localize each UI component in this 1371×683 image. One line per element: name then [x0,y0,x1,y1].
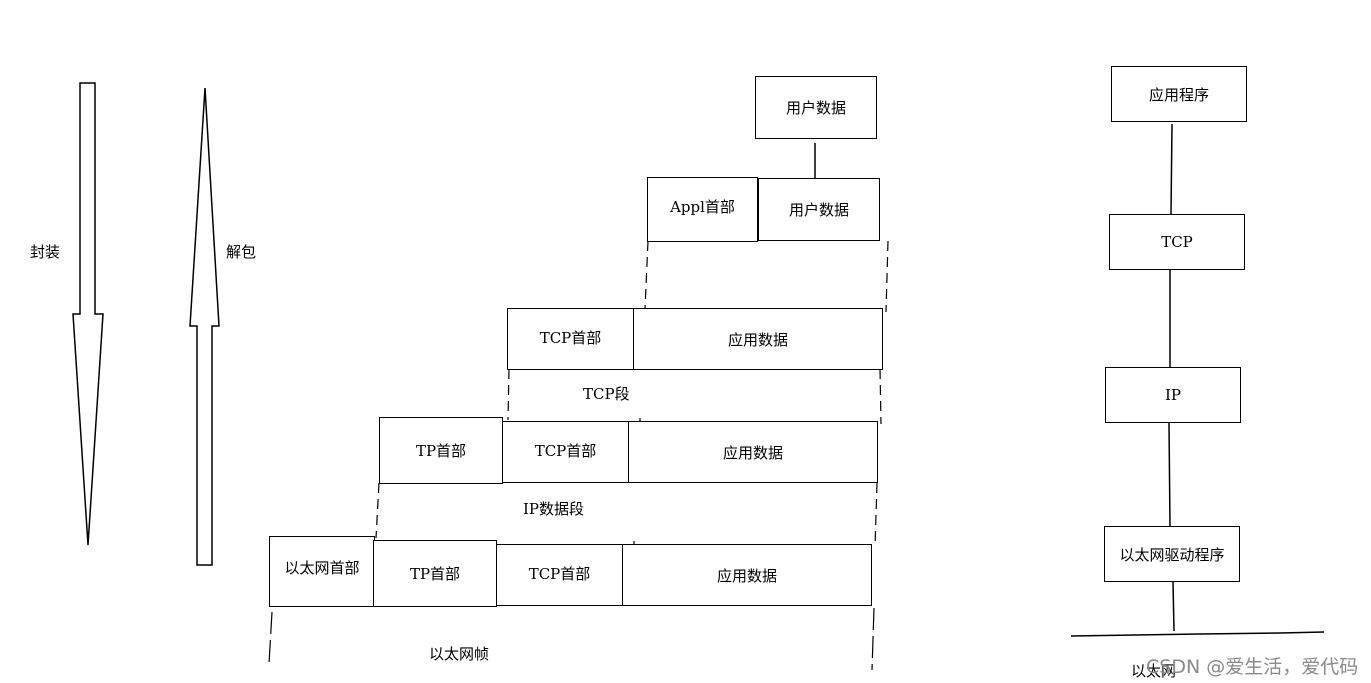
encapsulate-arrow-icon [72,82,104,546]
ethernet-medium-label: 以太网 [1131,662,1177,680]
eth-ip-header-text: TP首部 [409,565,461,583]
ip-tcp-header-text: TCP首部 [534,442,597,460]
eth-payload-text: 应用数据 [716,566,777,585]
stack-layer-tcp-text: TCP [1161,233,1193,251]
decapsulate-arrow-icon [189,87,220,566]
stack-layer-tcp: TCP [1109,214,1245,270]
ip-payload-box: 应用数据 [628,421,878,483]
ethernet-frame-caption: 以太网帧 [429,645,490,663]
user-data-box: 用户数据 [755,76,877,139]
eth-tcp-header-box: TCP首部 [496,544,623,606]
stack-layer-application-text: 应用程序 [1148,85,1209,104]
eth-ip-header-box: TP首部 [373,540,497,607]
tcp-payload-text: 应用数据 [727,330,788,349]
stack-layer-ethernet-driver-text: 以太网驱动程序 [1119,545,1225,564]
app-header-box: Appl首部 [647,177,758,242]
ip-segment-caption: IP数据段 [523,500,585,518]
stack-layer-ip-text: IP [1164,386,1182,404]
app-header-text: Appl首部 [670,198,735,216]
tcp-header-text: TCP首部 [539,329,602,347]
ip-header-box: TP首部 [379,417,503,484]
stack-layer-ethernet-driver: 以太网驱动程序 [1104,526,1240,582]
ip-header-text: TP首部 [415,442,467,460]
tcp-payload-box: 应用数据 [633,308,883,370]
app-payload-text: 用户数据 [788,201,849,219]
ip-payload-text: 应用数据 [722,443,783,462]
encapsulate-label: 封装 [30,243,61,261]
eth-header-text: 以太网首部 [284,559,360,577]
eth-payload-box: 应用数据 [622,544,872,606]
tcp-header-box: TCP首部 [507,308,634,370]
stack-layer-ip: IP [1105,367,1241,423]
watermark: CSDN @爱生活，爱代码 [1146,656,1359,678]
ip-tcp-header-box: TCP首部 [502,421,629,483]
user-data-text: 用户数据 [785,99,846,117]
decapsulate-label: 解包 [226,243,257,261]
eth-tcp-header-text: TCP首部 [528,565,591,583]
eth-header-box: 以太网首部 [269,536,375,607]
app-payload-box: 用户数据 [758,178,880,241]
stack-layer-application: 应用程序 [1111,66,1247,122]
tcp-segment-caption: TCP段 [583,385,630,403]
